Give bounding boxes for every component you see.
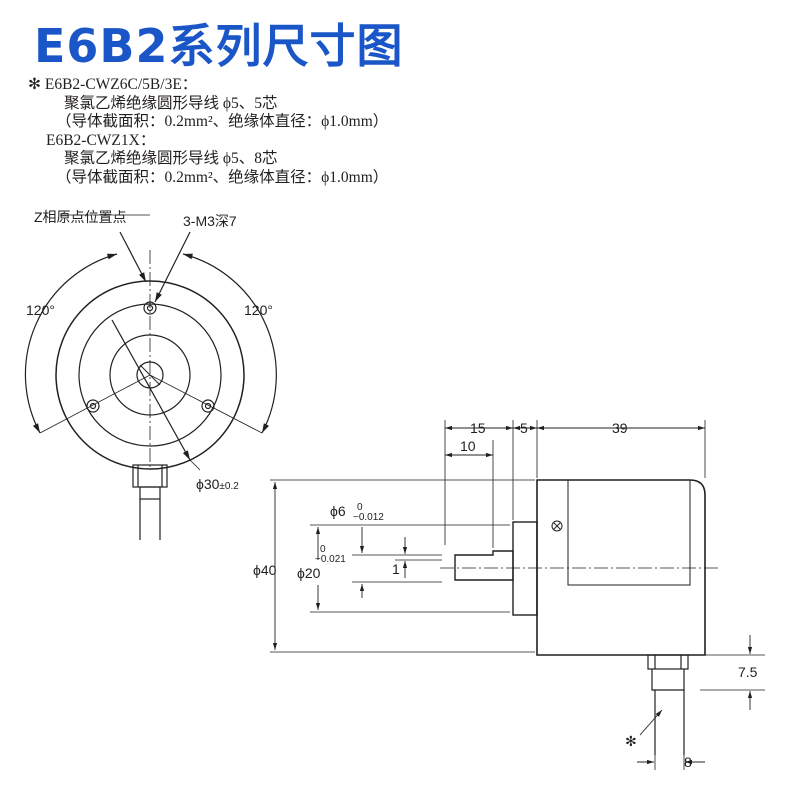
model1-label: E6B2-CWZ6C/5B/3E： <box>44 76 198 93</box>
dim-15: 15 <box>470 420 486 436</box>
front-view: Z相原点位置点 3-M3深7 120° 120° ϕ30±0.2 <box>24 209 277 540</box>
note-mark: ✻ <box>28 76 41 93</box>
dim-10: 10 <box>460 438 476 454</box>
cable-front <box>132 464 168 540</box>
cable-notes: ✻ E6B2-CWZ6C/5B/3E： 聚氯乙烯绝缘圆形导线 ϕ5、5芯 （导体… <box>28 76 388 187</box>
hole-icon <box>143 301 157 315</box>
dim-39: 39 <box>612 420 628 436</box>
body-dia: ϕ40 <box>253 562 277 578</box>
dim-8: 8 <box>684 754 692 770</box>
model2-label: E6B2-CWZ1X： <box>46 131 156 149</box>
label-recess <box>567 480 691 586</box>
page-title: E6B2系列尺寸图 <box>34 19 404 73</box>
boss-tol-upper: 0 <box>320 544 326 555</box>
pcd-label: ϕ30±0.2 <box>196 476 239 492</box>
flange-boss <box>512 521 538 616</box>
angle-arc-right <box>182 253 277 434</box>
hole-icon <box>86 399 100 413</box>
pcd-leader <box>111 319 191 461</box>
angle-arc-left <box>24 253 118 434</box>
boss-dia: ϕ20 <box>297 565 321 581</box>
dim-7-5: 7.5 <box>738 664 758 680</box>
screw-icon <box>551 520 563 532</box>
encoder-body <box>536 479 706 656</box>
model1-line1: 聚氯乙烯绝缘圆形导线 ϕ5、5芯 <box>64 94 278 112</box>
shaft-tol-upper: 0 <box>357 502 363 513</box>
hole-icon <box>201 399 215 413</box>
cable-side <box>647 654 689 755</box>
holes-label: 3-M3深7 <box>183 213 237 229</box>
shaft <box>454 550 514 581</box>
side-view: 15 5 39 10 ϕ6 0 −0.012 0 −0.021 ϕ20 ϕ40 … <box>253 420 765 770</box>
hole-icon <box>89 402 97 410</box>
shaft-tol-lower: −0.012 <box>353 512 384 523</box>
z-origin-leader <box>119 231 147 283</box>
angle-left-label: 120° <box>26 302 55 318</box>
hole-icon <box>146 304 154 312</box>
cable-mark: ✻ <box>625 733 637 749</box>
shaft-dia: ϕ6 <box>330 503 346 519</box>
cable-leader <box>639 709 663 736</box>
flat-dim: 1 <box>392 561 400 577</box>
holes-leader <box>154 231 191 303</box>
angle-right-label: 120° <box>244 302 273 318</box>
model2-line2: （导体截面积：0.2mm²、绝缘体直径：ϕ1.0mm） <box>56 168 389 186</box>
boss-tol-lower: −0.021 <box>315 554 346 565</box>
model1-line2: （导体截面积：0.2mm²、绝缘体直径：ϕ1.0mm） <box>56 113 389 130</box>
hole-icon <box>204 402 212 410</box>
model2-line1: 聚氯乙烯绝缘圆形导线 ϕ5、8芯 <box>64 150 278 167</box>
dim-5: 5 <box>520 420 528 436</box>
z-origin-label: Z相原点位置点 <box>34 209 127 225</box>
mounting-holes <box>86 301 215 413</box>
